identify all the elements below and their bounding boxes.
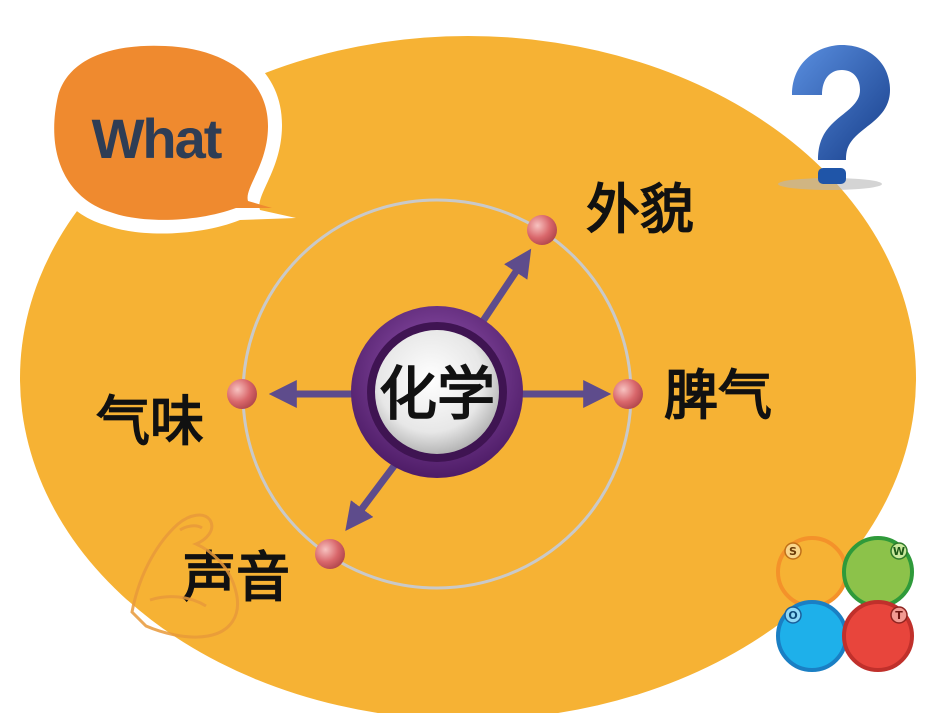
arrow-to-sound (345, 455, 403, 531)
node-sound (315, 539, 345, 569)
question-mark-icon (778, 45, 890, 190)
node-appearance (527, 215, 557, 245)
label-appearance: 外貌 (586, 178, 694, 241)
swot-t-letter: T (895, 609, 903, 622)
swot-w-letter: W (893, 545, 905, 558)
bubble-text: What (92, 107, 222, 170)
node-smell (227, 379, 257, 409)
center-label: 化学 (379, 360, 495, 428)
swot-s-letter: S (789, 545, 797, 558)
label-smell: 气味 (96, 390, 204, 453)
swot-o-letter: O (788, 609, 797, 622)
muscle-arm-icon (130, 513, 239, 639)
label-temper: 脾气 (664, 364, 772, 427)
what-speech-bubble: What (41, 31, 297, 234)
center-hub: 化学 (351, 306, 523, 478)
node-temper (613, 379, 643, 409)
arrow-to-appearance (474, 248, 532, 332)
swot-icon: S W O T (776, 536, 914, 672)
